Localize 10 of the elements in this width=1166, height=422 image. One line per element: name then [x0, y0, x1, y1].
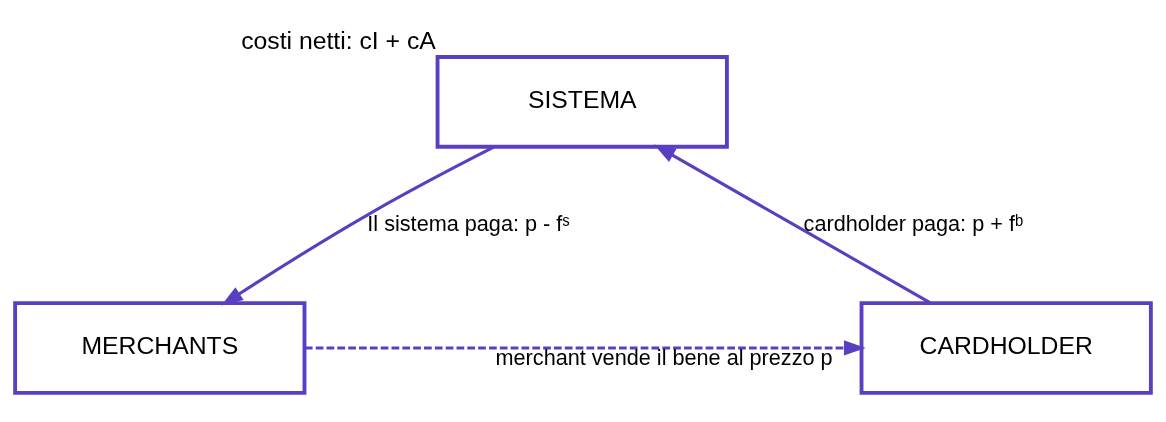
- arrow: [221, 145, 495, 306]
- node-box: CARDHOLDER: [859, 301, 1153, 395]
- node-box: MERCHANTS: [13, 301, 307, 395]
- edge-label: merchant vende il bene al prezzo p: [495, 345, 833, 371]
- node-label: costi netti: cI + cA: [241, 27, 436, 54]
- arrow: [304, 340, 866, 356]
- edge-label: cardholder paga: p + fᵇ: [803, 210, 1024, 236]
- edge-label: Il sistema paga: p - fˢ: [367, 210, 570, 236]
- node-box: SISTEMA: [435, 55, 729, 149]
- arrow: [653, 144, 932, 305]
